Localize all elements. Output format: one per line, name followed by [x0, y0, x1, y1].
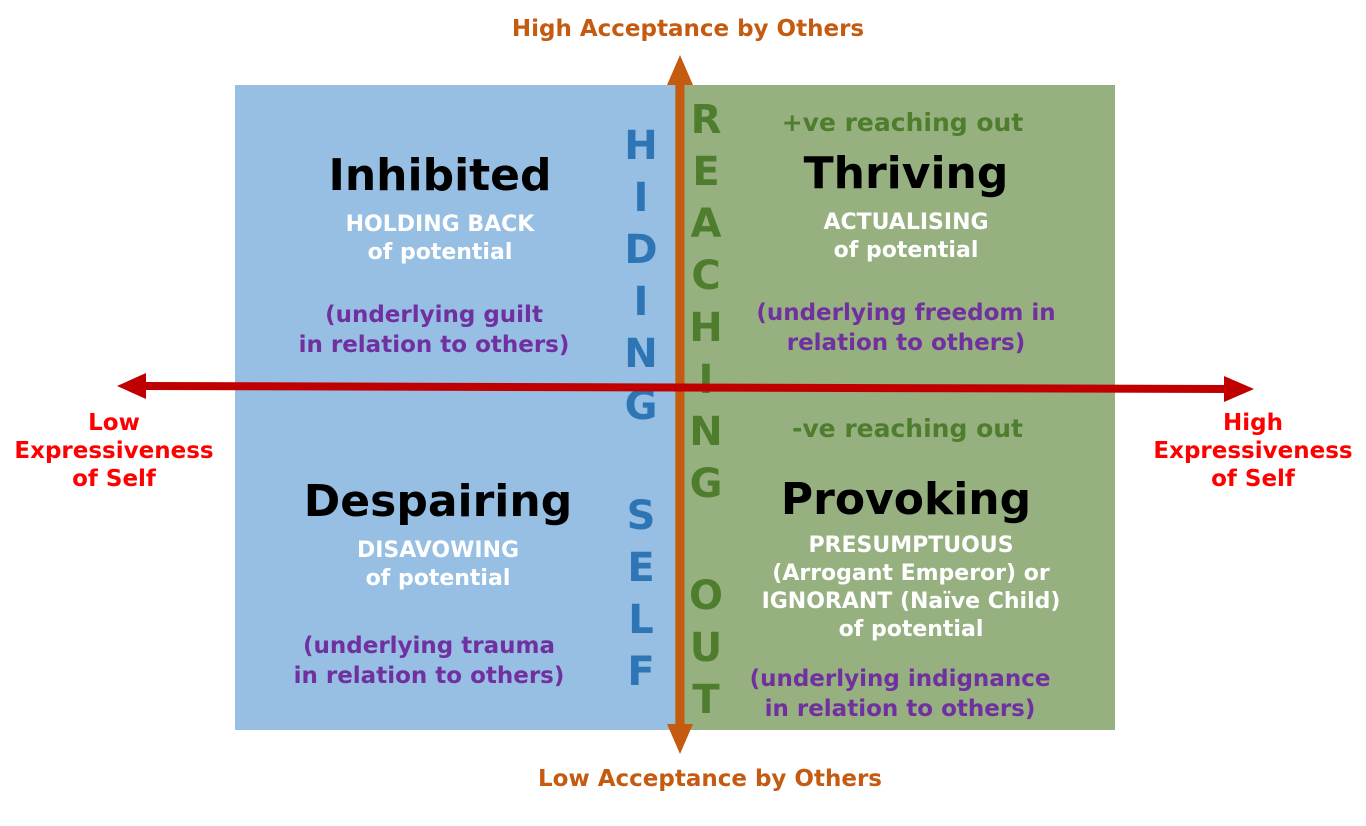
- underlying-line: (underlying freedom in: [756, 300, 1056, 327]
- vertical-letter: E: [627, 545, 655, 591]
- subtitle-line: DISAVOWING: [356, 538, 520, 564]
- vertical-letter: I: [633, 175, 649, 221]
- vertical-letter: H: [624, 123, 658, 169]
- subtitle-line: of potential: [833, 238, 979, 264]
- axis-label-left-line: Expressiveness: [14, 438, 214, 464]
- axis-label-bottom: Low Acceptance by Others: [538, 766, 882, 792]
- quadrant-title: Provoking: [780, 474, 1032, 525]
- vertical-letter: R: [690, 97, 722, 143]
- quadrant-despairing: Despairing DISAVOWING of potential (unde…: [238, 476, 638, 691]
- subtitle-line: of potential: [365, 566, 511, 592]
- vertical-letter: G: [689, 461, 723, 507]
- axis-label-right-line: Expressiveness: [1153, 438, 1353, 464]
- quadrant-title: Thriving: [803, 148, 1009, 199]
- subtitle-line: IGNORANT (Naïve Child): [761, 589, 1061, 615]
- vertical-letter: O: [688, 573, 723, 619]
- quadrant-subtitle: ACTUALISING of potential: [706, 209, 1106, 265]
- underlying-line: in relation to others): [293, 663, 565, 690]
- vertical-letter: D: [624, 227, 658, 273]
- axis-label-left: Low Expressiveness of Self: [0, 409, 228, 493]
- vertical-letter: E: [692, 149, 720, 195]
- quadrant-title: Despairing: [303, 476, 573, 527]
- vertical-word-hiding: H I D I N G: [616, 120, 666, 432]
- vertical-letter: L: [628, 597, 654, 643]
- vertical-word-out: O U T: [681, 570, 731, 726]
- quadrant-underlying: (underlying indignance in relation to ot…: [694, 664, 1106, 724]
- vertical-letter: C: [691, 253, 721, 299]
- vertical-axis-arrow: [667, 55, 693, 754]
- quadrant-subtitle: HOLDING BACK of potential: [240, 211, 640, 267]
- quadrant-subtitle: DISAVOWING of potential: [238, 537, 638, 593]
- vertical-letter: N: [624, 331, 658, 377]
- vertical-letter: A: [690, 201, 722, 247]
- quadrant-provoking: Provoking PRESUMPTUOUS (Arrogant Emperor…: [706, 474, 1106, 724]
- vertical-word-reaching: R E A C H I N G: [681, 94, 731, 510]
- axis-label-left-line: of Self: [72, 466, 156, 492]
- underlying-line: in relation to others): [298, 332, 570, 359]
- horizontal-axis-arrow: [117, 373, 1254, 402]
- underlying-line: relation to others): [786, 330, 1026, 357]
- underlying-line: (underlying guilt: [325, 302, 543, 329]
- vertical-letter: T: [692, 677, 720, 723]
- subtitle-line: of potential: [367, 240, 513, 266]
- axis-label-top: High Acceptance by Others: [511, 16, 865, 42]
- negative-reaching-note: -ve reaching out: [792, 414, 1023, 443]
- left-quadrants-background: [235, 85, 675, 730]
- axis-label-right-line: of Self: [1211, 466, 1295, 492]
- subtitle-line: of potential: [838, 617, 984, 643]
- axis-label-right: High Expressiveness of Self: [1140, 409, 1366, 493]
- axis-label-right-line: High: [1223, 410, 1283, 436]
- vertical-letter: I: [633, 279, 649, 325]
- right-quadrants-background: [675, 85, 1115, 730]
- quadrant-title: Inhibited: [328, 150, 552, 201]
- quadrant-underlying: (underlying freedom in relation to other…: [706, 298, 1106, 358]
- vertical-letter: F: [627, 649, 655, 695]
- quadrant-underlying: (underlying guilt in relation to others): [228, 300, 640, 360]
- quadrant-subtitle: PRESUMPTUOUS (Arrogant Emperor) or IGNOR…: [716, 532, 1106, 644]
- underlying-line: (underlying trauma: [303, 633, 555, 660]
- vertical-word-self: S E L F: [616, 490, 666, 698]
- underlying-line: in relation to others): [764, 696, 1036, 723]
- subtitle-line: HOLDING BACK: [345, 212, 535, 238]
- vertical-letter: N: [689, 409, 723, 455]
- underlying-line: (underlying indignance: [749, 666, 1051, 693]
- quadrant-thriving: Thriving ACTUALISING of potential (under…: [706, 148, 1106, 358]
- vertical-letter: S: [626, 493, 656, 539]
- subtitle-line: (Arrogant Emperor) or: [772, 561, 1050, 587]
- axis-label-left-line: Low: [88, 410, 140, 436]
- vertical-letter: H: [689, 305, 723, 351]
- quadrant-underlying: (underlying trauma in relation to others…: [220, 631, 638, 691]
- vertical-letter: U: [689, 625, 723, 671]
- quadrant-inhibited: Inhibited HOLDING BACK of potential (und…: [240, 150, 640, 360]
- subtitle-line: ACTUALISING: [823, 210, 989, 236]
- subtitle-line: PRESUMPTUOUS: [808, 533, 1014, 559]
- positive-reaching-note: +ve reaching out: [781, 108, 1024, 137]
